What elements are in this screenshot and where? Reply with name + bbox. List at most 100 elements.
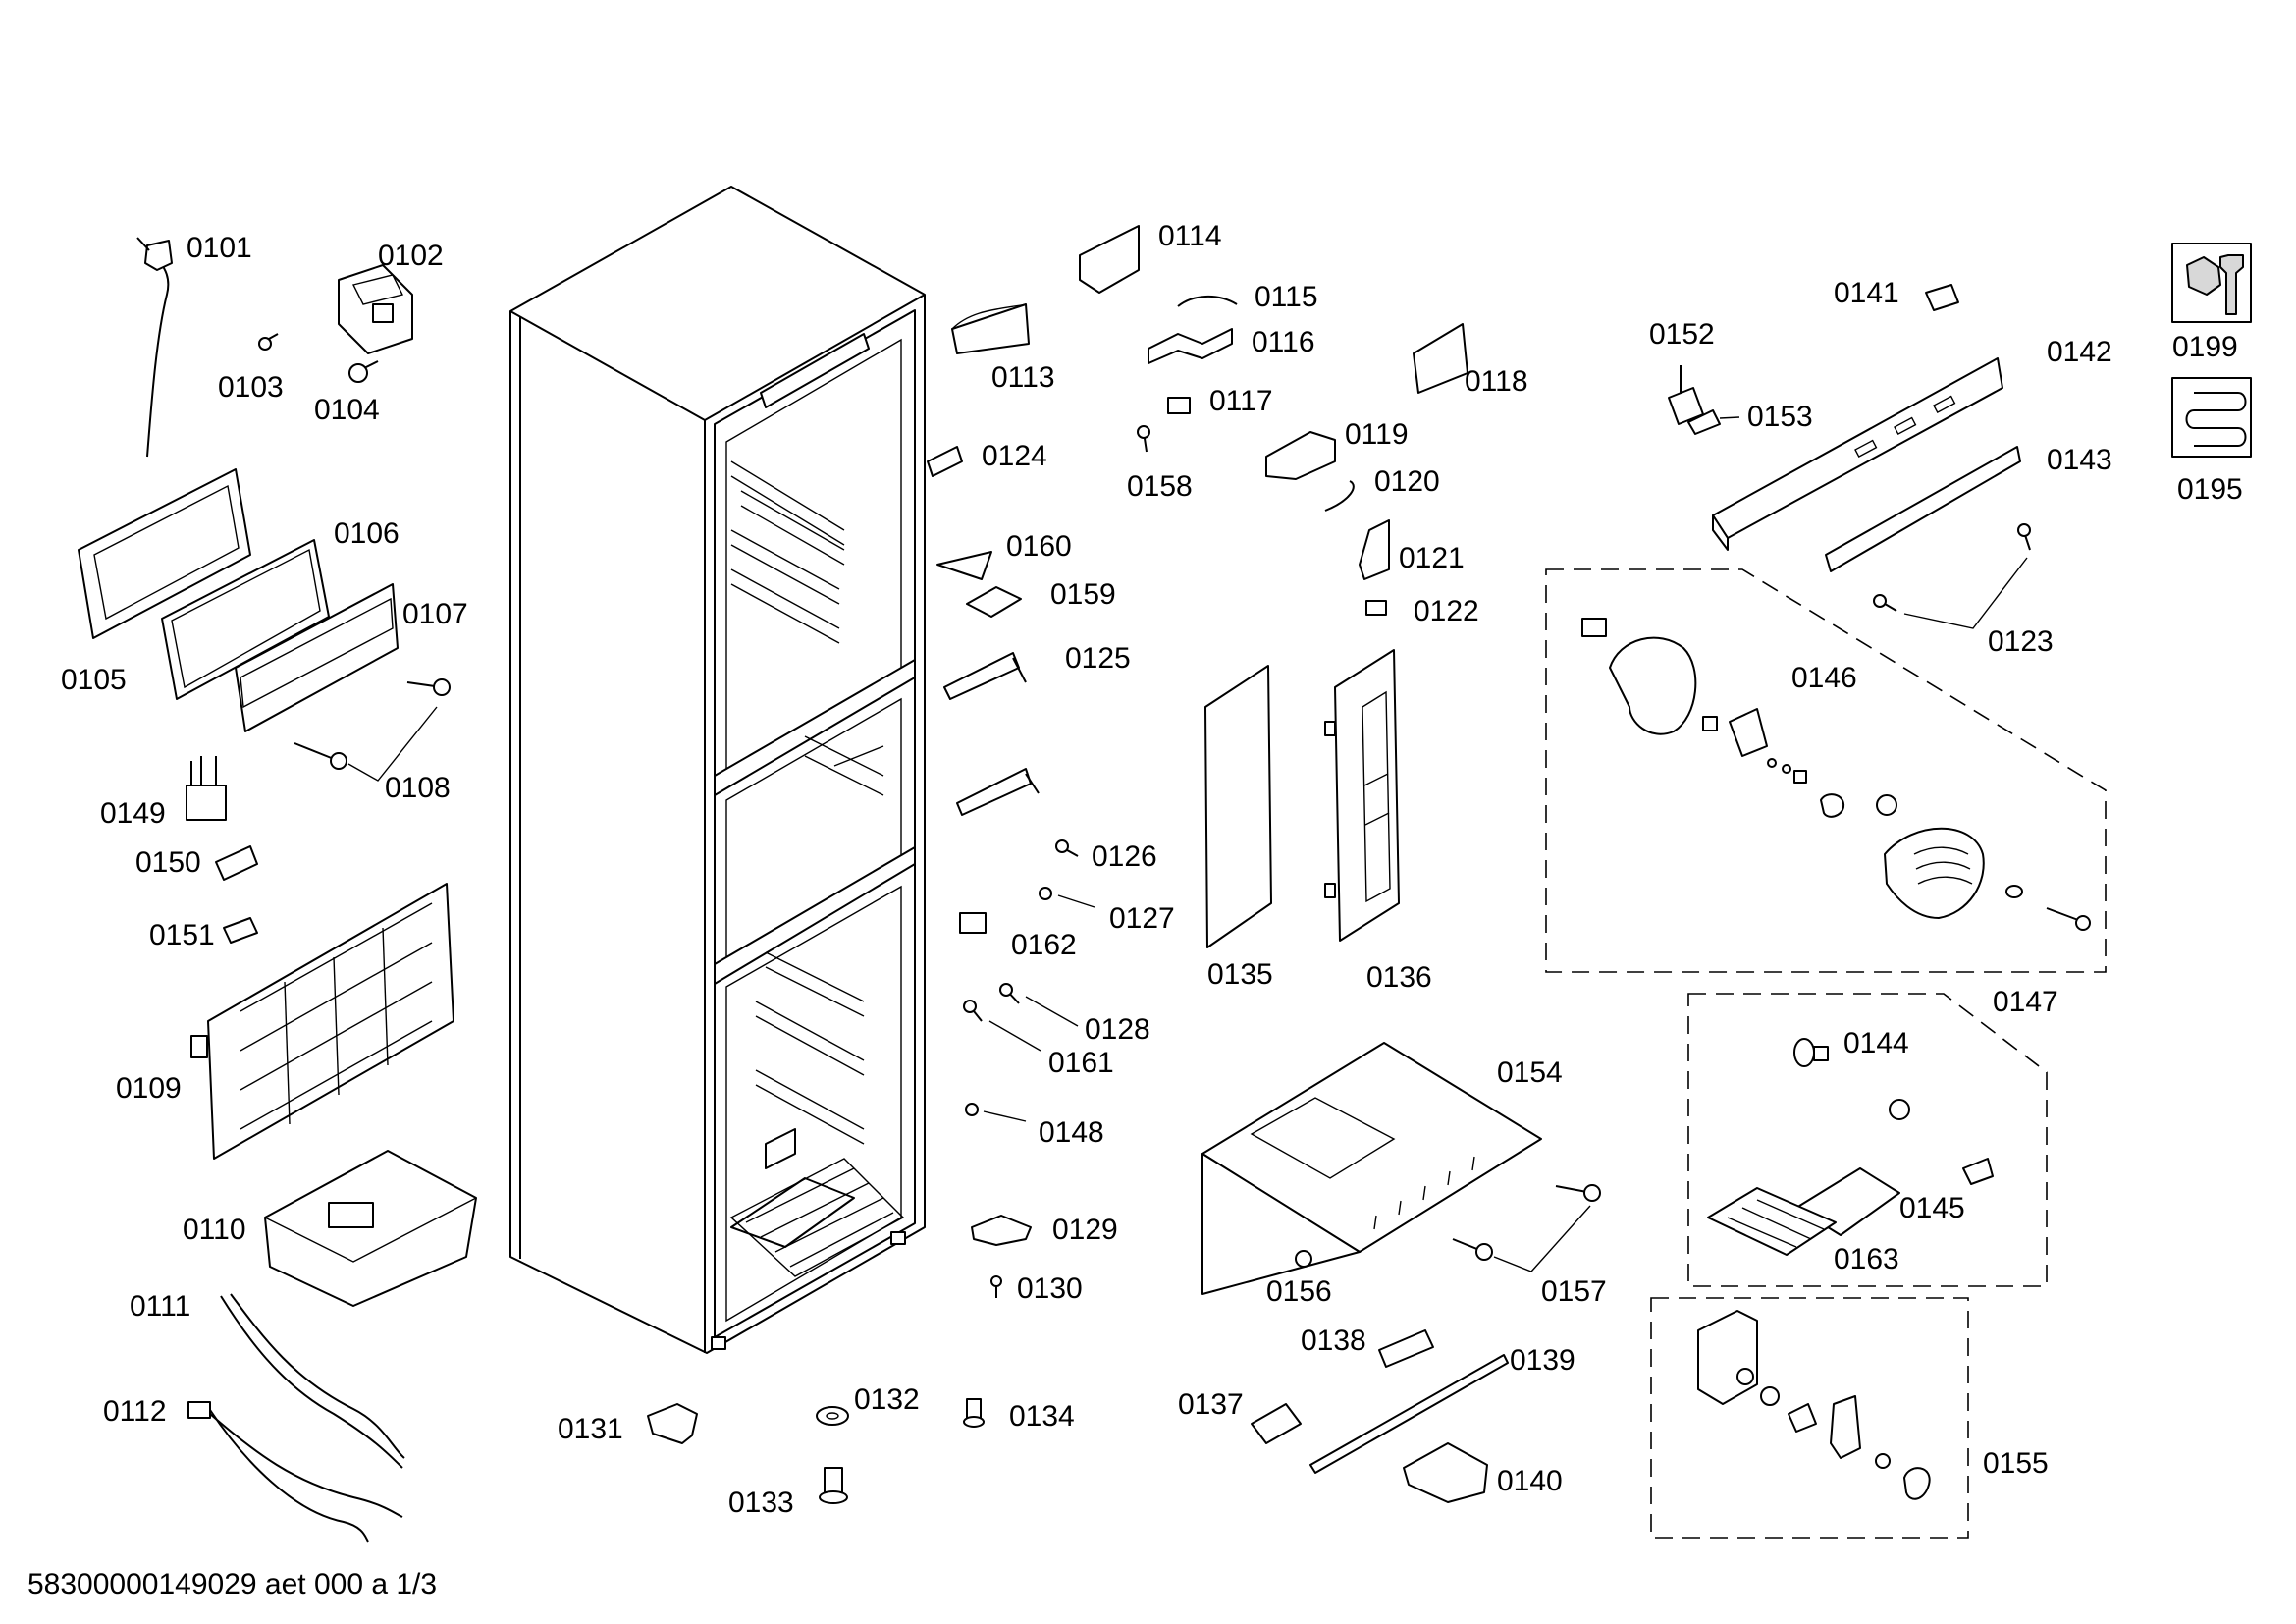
part-0106-gasket: 0106	[161, 517, 400, 700]
label-0131: 0131	[558, 1413, 623, 1445]
label-0138: 0138	[1301, 1325, 1366, 1357]
label-0118: 0118	[1465, 365, 1528, 398]
part-0108-screws: 0108	[294, 678, 451, 804]
label-0161: 0161	[1048, 1047, 1114, 1079]
part-0146-fan-parts: 0146	[1581, 618, 1897, 818]
label-0103: 0103	[218, 371, 284, 404]
label-0156: 0156	[1266, 1275, 1332, 1308]
part-0154-frame: 0154	[1201, 1042, 1563, 1295]
part-0158-screw: 0158	[1127, 425, 1193, 503]
fan-assembly-group: 0146 0147	[1545, 568, 2107, 1018]
part-0125-rail-lower	[956, 768, 1040, 816]
part-0119-cover: 0119	[1265, 418, 1409, 480]
part-0117-clip: 0117	[1167, 385, 1273, 417]
label-0147: 0147	[1993, 986, 2058, 1018]
part-0134-foot: 0134	[963, 1398, 1075, 1433]
part-0125-rail-upper: 0125	[943, 642, 1131, 700]
label-0148: 0148	[1039, 1116, 1104, 1149]
part-0113-cover: 0113	[951, 303, 1055, 394]
part-0153-holder: 0153	[1687, 401, 1813, 435]
part-0136-door: 0136	[1324, 649, 1432, 994]
label-0137: 0137	[1178, 1388, 1244, 1421]
part-0148-plug: 0148	[965, 1103, 1104, 1149]
label-0107: 0107	[402, 598, 468, 630]
label-0117: 0117	[1209, 385, 1273, 417]
label-0149: 0149	[100, 797, 166, 830]
tools-legend: 0199	[2171, 243, 2252, 363]
part-0140-cover: 0140	[1403, 1442, 1563, 1503]
label-0110: 0110	[183, 1214, 246, 1246]
part-0139-rod: 0139	[1309, 1344, 1575, 1474]
label-0199: 0199	[2172, 331, 2238, 363]
label-0145: 0145	[1899, 1192, 1965, 1224]
label-0162: 0162	[1011, 929, 1077, 961]
label-0125: 0125	[1065, 642, 1131, 675]
part-0128-pin: 0128	[999, 983, 1150, 1046]
label-0144: 0144	[1843, 1027, 1909, 1059]
label-0159: 0159	[1050, 578, 1116, 611]
label-0160: 0160	[1006, 530, 1072, 563]
fridge-cabinet	[509, 186, 926, 1354]
label-0122: 0122	[1414, 595, 1479, 627]
part-0155-control-parts: 0155	[1697, 1310, 2049, 1500]
label-0152: 0152	[1649, 318, 1715, 351]
label-0150: 0150	[135, 846, 201, 879]
part-0144-bulb: 0144	[1793, 1027, 1909, 1067]
label-0101: 0101	[187, 232, 252, 264]
label-0143: 0143	[2047, 444, 2112, 476]
part-0118-cover: 0118	[1413, 323, 1528, 398]
label-0195: 0195	[2177, 473, 2243, 506]
part-0141-clip: 0141	[1834, 277, 1959, 311]
heater-coil-icon	[2185, 392, 2247, 447]
label-0111: 0111	[130, 1290, 190, 1323]
part-0114-bracket: 0114	[1079, 220, 1222, 294]
part-0130-screw: 0130	[990, 1272, 1083, 1305]
label-0157: 0157	[1541, 1275, 1607, 1308]
part-0131-hinge: 0131	[558, 1403, 698, 1445]
label-0109: 0109	[116, 1072, 182, 1105]
label-0163: 0163	[1834, 1243, 1899, 1275]
part-0116-bracket: 0116	[1148, 326, 1315, 364]
label-0104: 0104	[314, 394, 380, 426]
part-0152-sensor: 0152	[1649, 318, 1715, 425]
label-0119: 0119	[1345, 418, 1409, 451]
part-0163-lamp-cover: 0163	[1707, 1187, 1899, 1275]
part-0102-bracket: 0102	[338, 240, 444, 354]
part-0150-clip: 0150	[135, 845, 258, 881]
label-0108: 0108	[385, 772, 451, 804]
label-0139: 0139	[1510, 1344, 1575, 1377]
label-0112: 0112	[103, 1395, 167, 1428]
part-0161-pin: 0161	[963, 1000, 1114, 1079]
label-0129: 0129	[1052, 1214, 1118, 1246]
document-footer: 58300000149029 aet 000 a 1/3	[27, 1568, 438, 1600]
part-0132-washer: 0132	[816, 1383, 920, 1426]
label-0124: 0124	[982, 440, 1047, 472]
label-0136: 0136	[1366, 961, 1432, 994]
control-assembly-group: 0155	[1650, 1297, 2049, 1539]
part-0143-strip: 0143	[1825, 444, 2112, 572]
label-0128: 0128	[1085, 1013, 1150, 1046]
part-0156-nut: 0156	[1266, 1250, 1332, 1308]
label-0140: 0140	[1497, 1465, 1563, 1497]
label-0135: 0135	[1207, 958, 1273, 991]
label-0153: 0153	[1747, 401, 1813, 433]
label-0134: 0134	[1009, 1400, 1075, 1433]
part-0120-hose: 0120	[1324, 465, 1440, 512]
lamp-assembly-group: 0144 0145 0163	[1687, 993, 2048, 1287]
part-0126-screw: 0126	[1055, 839, 1157, 873]
part-0123-screws: 0123	[1873, 523, 2054, 658]
heater-legend: 0195	[2171, 377, 2252, 506]
part-0107-cover: 0107	[235, 583, 468, 732]
part-0149-thermostat: 0149	[100, 756, 227, 830]
label-0113: 0113	[991, 361, 1055, 394]
part-0103-screw: 0103	[218, 333, 284, 404]
part-0111-cable: 0111	[130, 1290, 405, 1469]
label-0102: 0102	[378, 240, 444, 272]
part-0109-condenser: 0109	[116, 883, 454, 1160]
part-0135-panel: 0135	[1204, 665, 1273, 991]
part-0104-screw: 0104	[314, 360, 380, 426]
part-0129-hinge: 0129	[971, 1214, 1118, 1246]
part-0160-funnel: 0160	[936, 530, 1072, 580]
wrench-icon	[2186, 254, 2244, 315]
part-0112-cable: 0112	[103, 1395, 403, 1543]
